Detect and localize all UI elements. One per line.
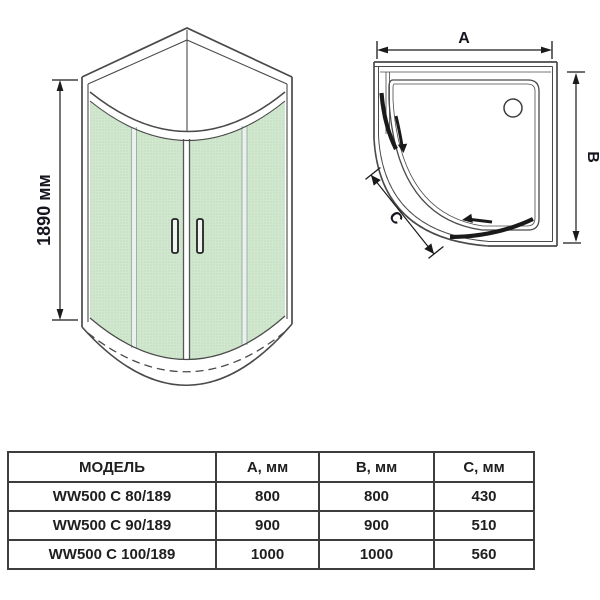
table-header-c: C, мм — [433, 451, 535, 483]
dim-a-label: A — [458, 30, 470, 47]
table-header-a: A, мм — [215, 451, 320, 483]
dim-c-label: C — [385, 208, 406, 228]
table-cell-a: 800 — [215, 481, 320, 512]
dim-c: C — [365, 166, 444, 259]
table-cell-a: 1000 — [215, 539, 320, 570]
sliding-door-arc-left — [379, 92, 398, 150]
slide-direction-arrow-left — [462, 213, 493, 224]
table-cell-b: 900 — [318, 510, 435, 541]
panel-dividers — [131, 126, 248, 360]
dim-a: A — [376, 30, 553, 59]
top-view-diagram: A B C — [365, 30, 600, 259]
shower-tray — [81, 323, 293, 386]
slide-direction-arrow-down — [394, 115, 408, 153]
table-header-b: B, мм — [318, 451, 435, 483]
dim-b: B — [563, 71, 600, 244]
sliding-door-arc-bottom — [449, 217, 534, 240]
table-header-row: МОДЕЛЬ A, мм B, мм C, мм — [7, 451, 535, 483]
frame-outline — [81, 27, 293, 361]
dim-b-label: B — [584, 151, 600, 163]
drain-icon — [503, 98, 523, 118]
table-cell-model: WW500 C 100/189 — [7, 539, 217, 570]
height-dimension: 1890 мм — [34, 79, 78, 321]
table-cell-b: 1000 — [318, 539, 435, 570]
table-cell-model: WW500 C 90/189 — [7, 510, 217, 541]
door-handle-right — [196, 218, 204, 254]
height-dimension-label: 1890 мм — [34, 174, 54, 246]
table-cell-c: 430 — [433, 481, 535, 512]
tray-outline — [388, 79, 540, 231]
table-cell-a: 900 — [215, 510, 320, 541]
table-header-model: МОДЕЛЬ — [7, 451, 217, 483]
front-view-diagram: 1890 мм — [34, 27, 293, 386]
door-handle-left — [171, 218, 179, 254]
table-cell-b: 800 — [318, 481, 435, 512]
walls-outline — [373, 61, 558, 247]
table-cell-c: 560 — [433, 539, 535, 570]
curved-front-frame — [373, 135, 490, 247]
table-cell-model: WW500 C 80/189 — [7, 481, 217, 512]
table-cell-c: 510 — [433, 510, 535, 541]
